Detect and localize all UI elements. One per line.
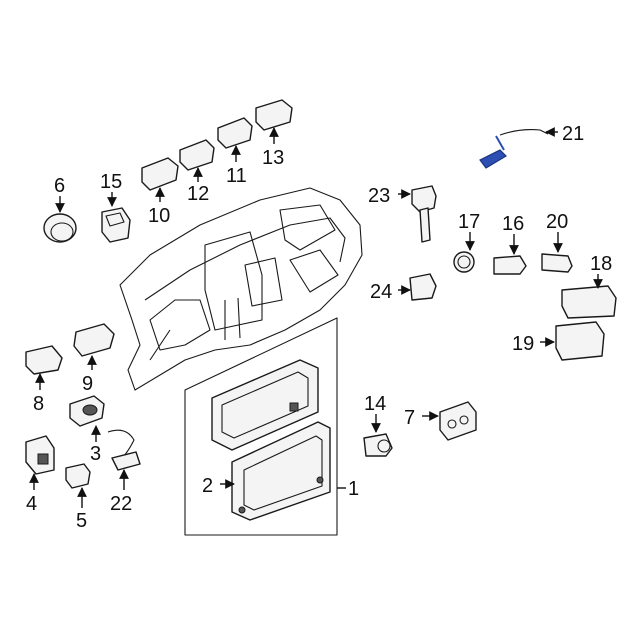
part-14-switch bbox=[363, 433, 393, 457]
callout-16: 16 bbox=[502, 213, 524, 235]
part-21-harness bbox=[479, 129, 549, 169]
part-20-socket bbox=[541, 253, 573, 273]
part-5-switch bbox=[65, 463, 91, 489]
callout-12: 12 bbox=[187, 183, 209, 205]
callout-19: 19 bbox=[512, 333, 534, 355]
part-11-switch bbox=[217, 117, 253, 149]
callout-4: 4 bbox=[26, 493, 37, 515]
callout-20: 20 bbox=[546, 211, 568, 233]
part-9-switch bbox=[73, 323, 115, 357]
part-17-switch bbox=[453, 251, 475, 273]
part-23-lock bbox=[411, 185, 437, 243]
part-18-module bbox=[561, 285, 617, 319]
callout-17: 17 bbox=[458, 211, 480, 233]
cluster-lens bbox=[231, 421, 331, 521]
callout-13: 13 bbox=[262, 147, 284, 169]
part-24-switch bbox=[409, 273, 437, 301]
part-22-harness bbox=[107, 429, 141, 471]
callout-1: 1 bbox=[348, 478, 359, 500]
dashboard-frame bbox=[119, 187, 363, 391]
part-8-switch bbox=[25, 345, 63, 375]
part-16-socket bbox=[493, 255, 527, 275]
part-13-switch bbox=[255, 99, 293, 131]
callout-24: 24 bbox=[370, 281, 392, 303]
part-15-switch bbox=[101, 207, 131, 243]
callout-9: 9 bbox=[82, 373, 93, 395]
part-19-module bbox=[555, 321, 605, 361]
callout-23: 23 bbox=[368, 185, 390, 207]
callout-14: 14 bbox=[364, 393, 386, 415]
part-7-switch bbox=[439, 401, 477, 441]
part-6-switch bbox=[43, 213, 77, 243]
callout-7: 7 bbox=[404, 407, 415, 429]
callout-10: 10 bbox=[148, 205, 170, 227]
callout-8: 8 bbox=[33, 393, 44, 415]
cluster-bezel bbox=[211, 359, 319, 451]
callout-5: 5 bbox=[76, 510, 87, 532]
callout-18: 18 bbox=[590, 253, 612, 275]
callout-11: 11 bbox=[226, 165, 247, 187]
instrument-cluster-box bbox=[184, 317, 338, 536]
leader-lines bbox=[29, 127, 603, 508]
part-4-switch bbox=[25, 435, 55, 475]
part-10-switch bbox=[141, 157, 179, 191]
callout-22: 22 bbox=[110, 493, 132, 515]
callout-6: 6 bbox=[54, 175, 65, 197]
callout-3: 3 bbox=[90, 443, 101, 465]
part-3-switch bbox=[69, 395, 105, 427]
callout-21: 21 bbox=[562, 123, 584, 145]
callout-labels: 1 2 3 4 5 6 7 8 9 10 11 12 13 14 15 16 1… bbox=[26, 123, 612, 532]
callout-2: 2 bbox=[202, 475, 213, 497]
callout-15: 15 bbox=[100, 171, 122, 193]
part-12-switch bbox=[179, 139, 215, 171]
